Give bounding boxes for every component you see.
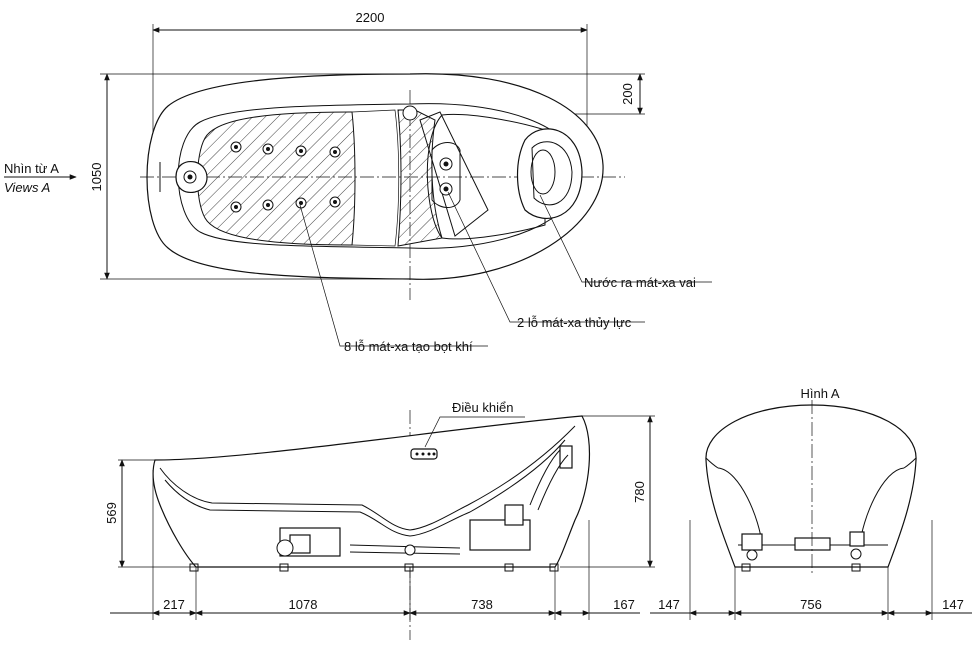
dim-side-height-left: 569 (104, 459, 125, 568)
svg-text:217: 217 (163, 597, 185, 612)
svg-text:1050: 1050 (89, 163, 104, 192)
svg-text:569: 569 (104, 502, 119, 524)
view-a-arrow: Nhìn từ A Views A (4, 161, 77, 195)
figure-a-title: Hình A (800, 386, 839, 401)
feet (189, 563, 559, 572)
svg-text:780: 780 (632, 481, 647, 503)
callout-air-holes: 8 lỗ mát-xa tạo bọt khí (299, 204, 488, 354)
overflow-icon (402, 105, 418, 121)
svg-text:Views A: Views A (4, 180, 50, 195)
end-plumbing (741, 531, 865, 572)
air-massage-nozzles (230, 141, 341, 213)
svg-text:147: 147 (658, 597, 680, 612)
svg-text:Điều khiển: Điều khiển (452, 400, 513, 415)
callout-control: Điều khiển (424, 400, 525, 448)
svg-text:147: 147 (942, 597, 964, 612)
dim-bottom-left-overhang: 217 (152, 597, 197, 616)
dim-end-right-overhang: 147 (887, 597, 964, 616)
dim-bottom-span-2: 738 (409, 597, 556, 616)
dim-rim-offset: 200 (620, 73, 643, 115)
headrest (419, 111, 583, 240)
dim-end-base-width: 756 (734, 597, 889, 616)
plan-view: 2200 1050 200 Nhìn từ A Views A (4, 10, 712, 354)
svg-text:1078: 1078 (289, 597, 318, 612)
dim-overall-length: 2200 (152, 10, 588, 33)
end-view: Hình A 147 756 (650, 386, 972, 620)
dim-end-left-overhang: 147 (658, 597, 736, 616)
svg-text:2 lỗ mát-xa thủy lực: 2 lỗ mát-xa thủy lực (517, 315, 632, 330)
drain-icon (159, 160, 208, 194)
svg-text:167: 167 (613, 597, 635, 612)
svg-text:756: 756 (800, 597, 822, 612)
svg-text:200: 200 (620, 83, 635, 105)
tub-floor-hatch (197, 111, 356, 246)
hydro-massage-nozzles (439, 157, 453, 196)
svg-text:Nước ra mát-xa vai: Nước ra mát-xa vai (584, 275, 696, 290)
plumbing-assembly (276, 445, 573, 557)
control-panel-icon (410, 448, 438, 460)
svg-text:Nhìn từ A: Nhìn từ A (4, 161, 59, 176)
dim-bottom-span-1: 1078 (195, 597, 411, 616)
svg-text:8 lỗ mát-xa tạo bọt khí: 8 lỗ mát-xa tạo bọt khí (344, 339, 473, 354)
dim-side-height-right: 780 (632, 415, 653, 568)
svg-text:738: 738 (471, 597, 493, 612)
svg-text:2200: 2200 (356, 10, 385, 25)
dim-overall-width: 1050 (89, 73, 110, 280)
callout-hydro-holes: 2 lỗ mát-xa thủy lực (447, 191, 645, 330)
callout-shoulder-water: Nước ra mát-xa vai (539, 194, 712, 290)
dim-bottom-right-overhang: 167 (554, 597, 635, 616)
side-view: 569 780 217 1078 738 167 (104, 400, 655, 640)
